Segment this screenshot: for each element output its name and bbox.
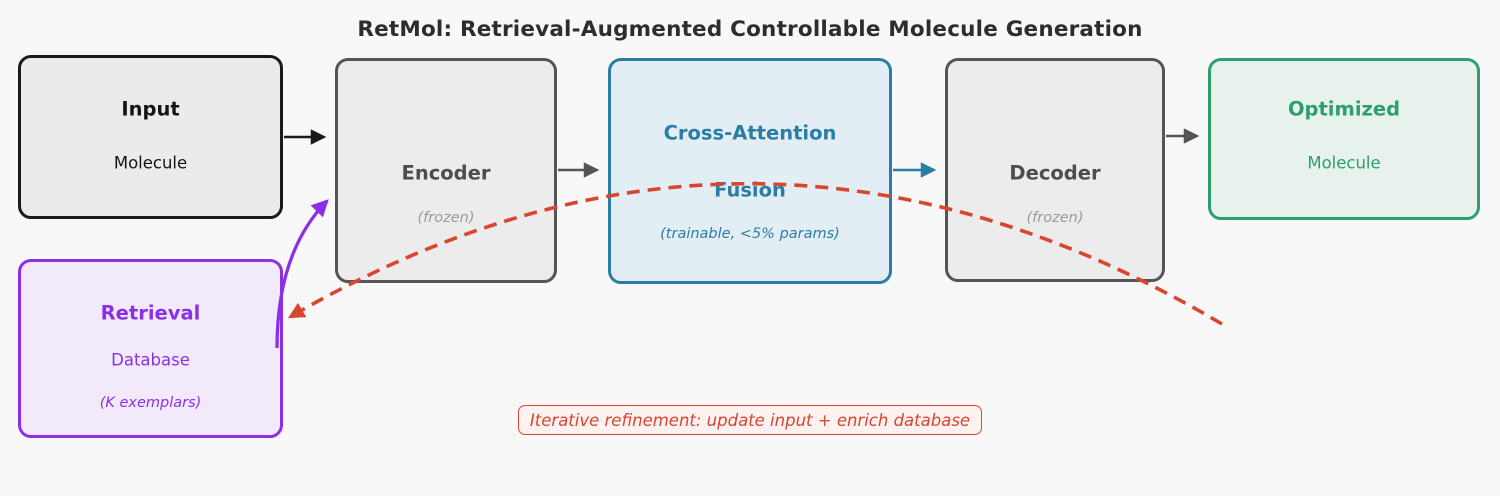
encoder-box-note: (frozen) bbox=[417, 210, 475, 226]
cross-attention-fusion-box: Cross-Attention Fusion (trainable, <5% p… bbox=[608, 58, 892, 284]
decoder-box-title: Decoder bbox=[1009, 161, 1101, 185]
optimized-box-title: Optimized bbox=[1287, 97, 1401, 121]
encoder-box: Encoder (frozen) bbox=[335, 58, 557, 283]
cross-attention-note: (trainable, <5% params) bbox=[660, 226, 840, 242]
arrow-retrieval-to-encoder bbox=[275, 199, 329, 349]
cross-attention-title-line2: Fusion bbox=[714, 178, 786, 202]
encoder-box-title: Encoder bbox=[401, 161, 491, 185]
input-box-title: Input bbox=[121, 97, 180, 121]
input-box-subtitle: Molecule bbox=[113, 153, 188, 173]
iterative-refinement-label-text: Iterative refinement: update input + enr… bbox=[529, 410, 971, 430]
iterative-refinement-label: Iterative refinement: update input + enr… bbox=[518, 405, 982, 435]
retrieval-box-subtitle: Database bbox=[111, 350, 190, 370]
optimized-molecule-box: Optimized Molecule bbox=[1208, 58, 1480, 220]
optimized-box-subtitle: Molecule bbox=[1307, 153, 1381, 173]
cross-attention-title-line1: Cross-Attention bbox=[663, 121, 837, 145]
retrieval-box-note: (K exemplars) bbox=[99, 395, 202, 411]
input-molecule-box: Input Molecule bbox=[18, 55, 283, 219]
decoder-box: Decoder (frozen) bbox=[945, 58, 1165, 282]
retrieval-box-title: Retrieval bbox=[100, 301, 201, 325]
retrieval-database-box: Retrieval Database (K exemplars) bbox=[18, 259, 283, 438]
decoder-box-note: (frozen) bbox=[1026, 210, 1084, 226]
diagram-title: RetMol: Retrieval-Augmented Controllable… bbox=[357, 17, 1143, 42]
